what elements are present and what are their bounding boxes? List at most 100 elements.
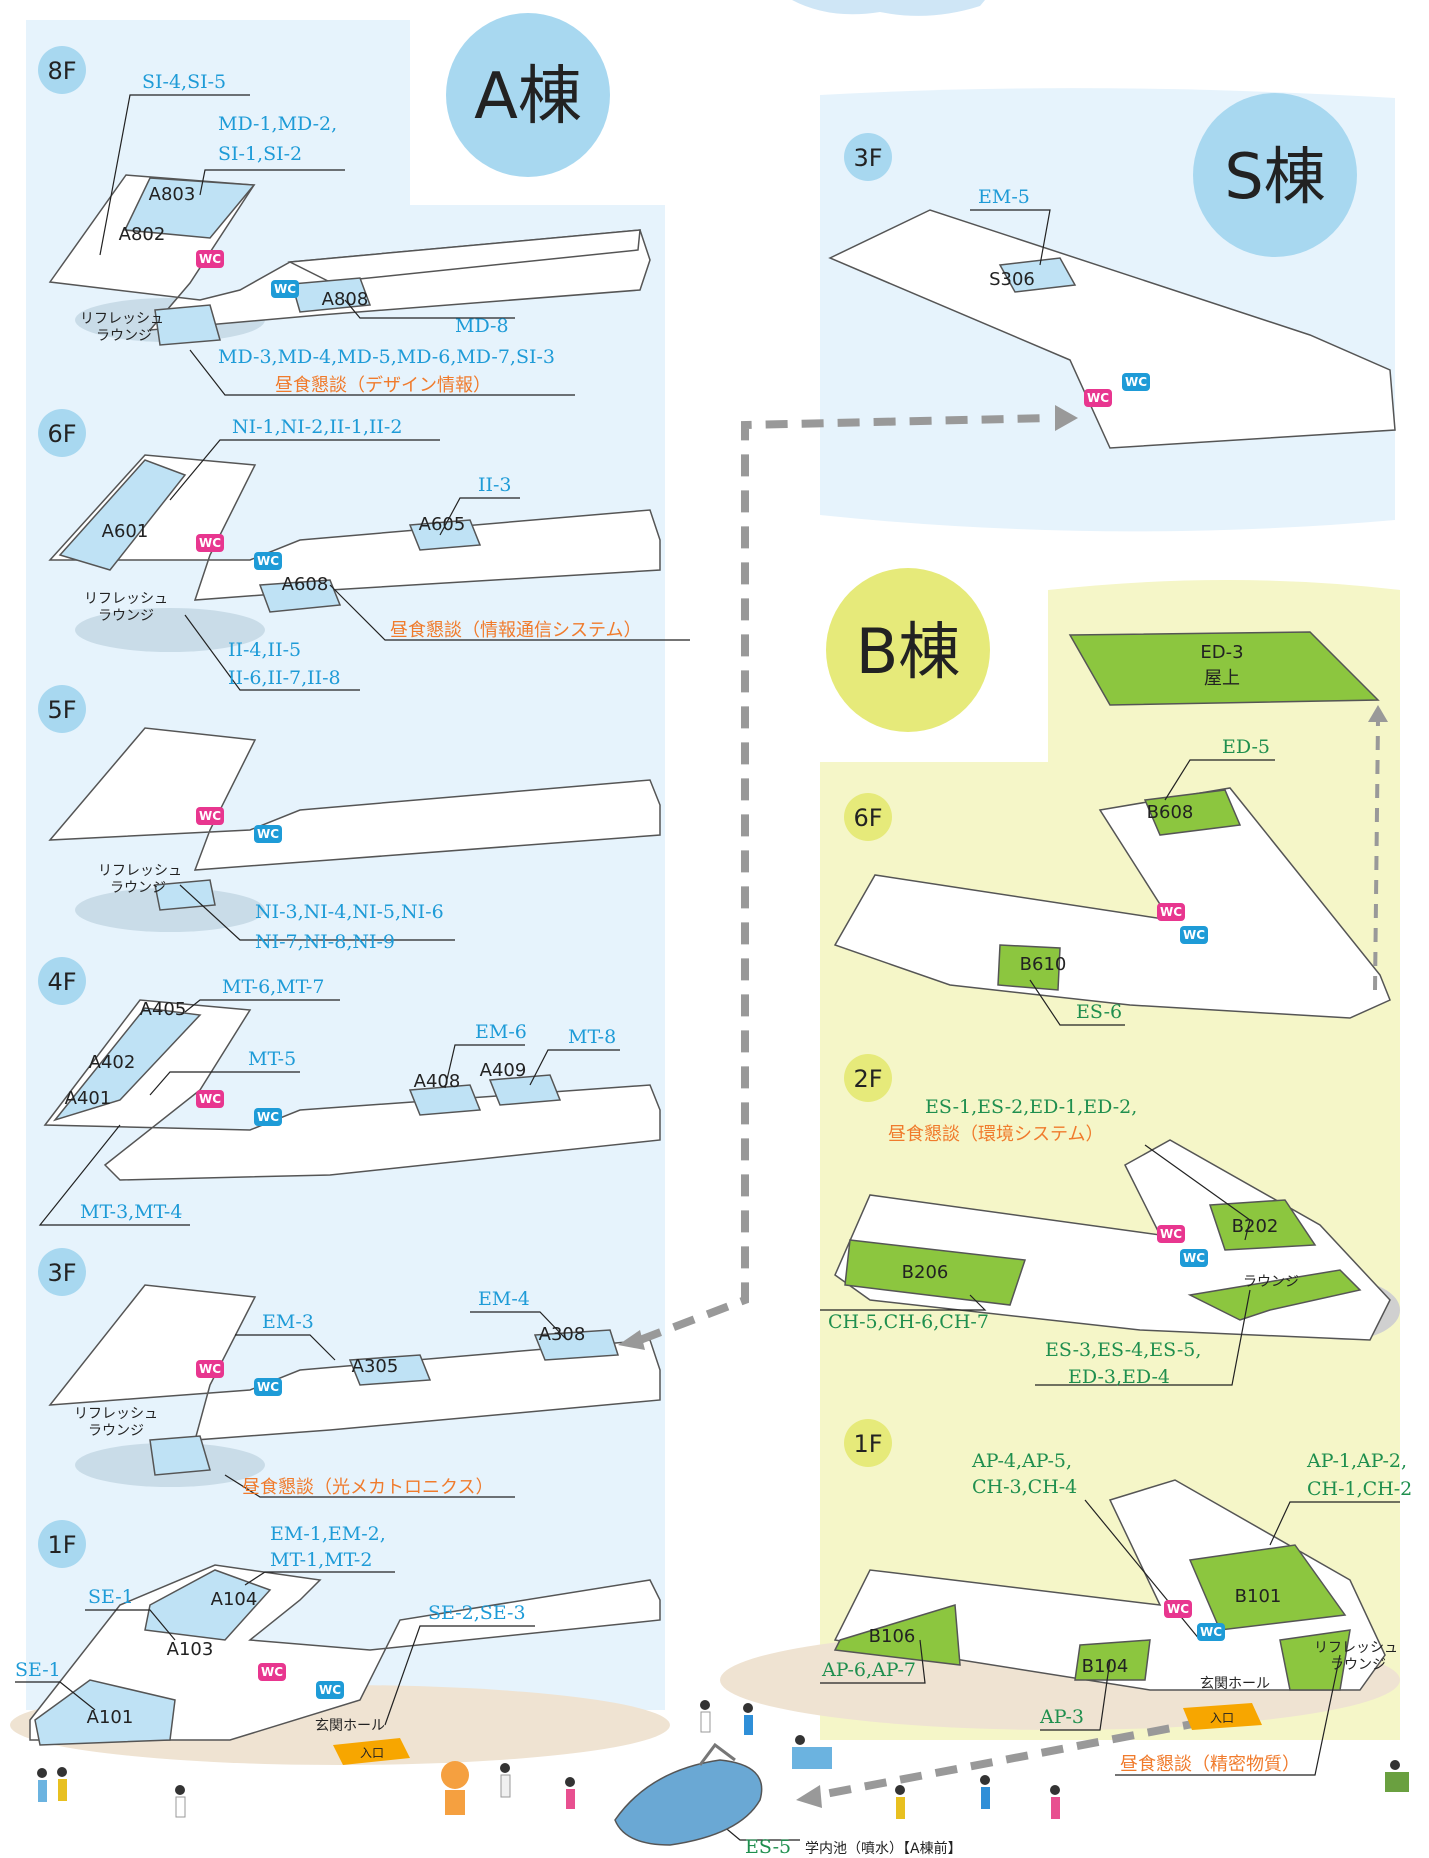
people-illustrations: [37, 1700, 1409, 1819]
code-a5-ni2: NI-7,NI-8,NI-9: [255, 931, 395, 953]
floor-plan-b2: [834, 1139, 1400, 1341]
floor-label-a4: 4F: [47, 968, 76, 996]
refresh-label-a5-1: リフレッシュ: [98, 863, 182, 879]
refresh-label-a5-2: ラウンジ: [110, 880, 166, 896]
roof-dashed-path: [1373, 719, 1380, 991]
room-label-a605: A605: [419, 514, 466, 535]
lunch-a3: 昼食懇談（光メカトロニクス）: [242, 1477, 493, 1498]
floor-plan-b6: [833, 787, 1391, 1019]
code-a8-md3: MD-3,MD-4,MD-5,MD-6,MD-7,SI-3: [218, 346, 555, 368]
room-label-a802: A802: [119, 224, 166, 245]
wc-label: WC: [1200, 1625, 1222, 1639]
floor-plan-a3: [48, 1284, 661, 1487]
arrow-head-pond: [796, 1785, 822, 1808]
floor-badges: 8F 6F 5F 4F 3F 1F 3F 6F 2F 1F: [38, 46, 892, 1568]
lunch-b2: 昼食懇談（環境システム）: [888, 1124, 1103, 1145]
genkan-label-b1: 玄関ホール: [1200, 1675, 1270, 1692]
floor-plan-a4: [43, 999, 661, 1181]
code-b1-ap12: AP-1,AP-2,: [1306, 1450, 1407, 1472]
wc-label: WC: [1183, 1251, 1205, 1265]
room-label-a808: A808: [322, 289, 369, 310]
wc-label: WC: [199, 809, 221, 823]
wc-label: WC: [1160, 1227, 1182, 1241]
code-a1-em12: EM-1,EM-2,: [270, 1523, 386, 1545]
code-a1-se1b: SE-1: [15, 1659, 61, 1681]
wc-label: WC: [1183, 928, 1205, 942]
refresh-label-b1-1: リフレッシュ: [1314, 1640, 1398, 1656]
wc-label: WC: [257, 1110, 279, 1124]
room-label-s306: S306: [989, 269, 1035, 290]
floor-label-a8: 8F: [47, 57, 76, 85]
code-a4-mt8: MT-8: [568, 1026, 616, 1048]
code-b6-ed5: ED-5: [1222, 736, 1270, 758]
code-a6-ii3: II-3: [478, 474, 512, 496]
floor-plan-s3: [828, 209, 1396, 449]
code-a1-se23: SE-2,SE-3: [428, 1602, 526, 1624]
a-building-background: [26, 20, 665, 1710]
code-b1-ap45: AP-4,AP-5,: [971, 1450, 1072, 1472]
a-to-s-dashed-path: [638, 414, 1051, 1344]
code-b2-es3a: ES-3,ES-4,ES-5,: [1045, 1339, 1201, 1361]
fountain-pond: [614, 1742, 763, 1846]
code-a4-mt67: MT-6,MT-7: [222, 976, 324, 998]
code-es5: ES-5: [745, 1836, 791, 1858]
code-a6-ii45: II-4,II-5: [228, 639, 301, 661]
room-label-a405: A405: [140, 999, 187, 1020]
lunch-b1: 昼食懇談（精密物質）: [1120, 1754, 1300, 1775]
leader-lines: [15, 94, 1400, 1841]
b-building-circle: [826, 568, 990, 732]
floor-label-b6: 6F: [853, 804, 882, 832]
room-label-a409: A409: [480, 1060, 527, 1081]
wc-badges: WC WC WC WC WC WC WC WC WC WC WC WC WC W…: [196, 250, 1225, 1699]
code-a6-ii678: II-6,II-7,II-8: [228, 667, 341, 689]
wc-label: WC: [199, 1092, 221, 1106]
arrow-head-roof: [1368, 705, 1388, 722]
room-label-a608: A608: [282, 574, 329, 595]
floor-plan-b-roof: [1068, 631, 1380, 706]
floor-label-s3: 3F: [853, 144, 882, 172]
lunch-a8: 昼食懇談（デザイン情報）: [275, 375, 491, 396]
room-label-b610: B610: [1020, 954, 1067, 975]
wc-label: WC: [1167, 1602, 1189, 1616]
refresh-label-a3-2: ラウンジ: [88, 1423, 144, 1439]
room-label-b206: B206: [902, 1262, 949, 1283]
room-label-b106: B106: [869, 1626, 916, 1647]
room-label-b608: B608: [1147, 802, 1194, 823]
floor-label-a3: 3F: [47, 1259, 76, 1287]
code-a1-mt12: MT-1,MT-2: [270, 1549, 372, 1571]
code-a3-em3: EM-3: [262, 1311, 314, 1333]
wc-label: WC: [274, 282, 296, 296]
code-a8-md8: MD-8: [455, 315, 509, 337]
floor-plan-a1: [10, 1564, 670, 1765]
floor-plan-a8: [48, 174, 651, 346]
code-a8-si45: SI-4,SI-5: [142, 71, 226, 93]
code-s-em5: EM-5: [978, 186, 1030, 208]
refresh-label-a8-2: ラウンジ: [96, 328, 152, 344]
refresh-label-a6-1: リフレッシュ: [84, 591, 168, 607]
wc-label: WC: [257, 827, 279, 841]
code-b1-ch34: CH-3,CH-4: [972, 1476, 1077, 1498]
code-b2-es: ES-1,ES-2,ED-1,ED-2,: [925, 1096, 1137, 1118]
code-b1-ap67: AP-6,AP-7: [821, 1659, 916, 1681]
room-label-a401: A401: [65, 1088, 112, 1109]
wc-label: WC: [1160, 905, 1182, 919]
refresh-label-b1-2: ラウンジ: [1330, 1657, 1386, 1673]
roof-code: ED-3: [1200, 642, 1243, 663]
lunch-a6: 昼食懇談（情報通信システム）: [390, 620, 641, 641]
room-label-a305: A305: [352, 1356, 399, 1377]
floor-label-a1: 1F: [47, 1531, 76, 1559]
s-building-circle: [1193, 93, 1357, 257]
code-a8-si12: SI-1,SI-2: [218, 143, 302, 165]
entrance-label-a: 入口: [360, 1746, 384, 1760]
entrance-label-b: 入口: [1210, 1711, 1234, 1725]
wc-label: WC: [319, 1683, 341, 1697]
floor-label-b1: 1F: [853, 1430, 882, 1458]
refresh-label-a3-1: リフレッシュ: [74, 1406, 158, 1422]
floor-plan-a6: [48, 454, 661, 652]
code-a4-em6: EM-6: [475, 1021, 527, 1043]
floor-plan-a5: [48, 727, 661, 932]
room-label-a601: A601: [102, 521, 149, 542]
wc-label: WC: [257, 1380, 279, 1394]
arrow-head-a3: [618, 1330, 645, 1350]
wc-label: WC: [1125, 375, 1147, 389]
